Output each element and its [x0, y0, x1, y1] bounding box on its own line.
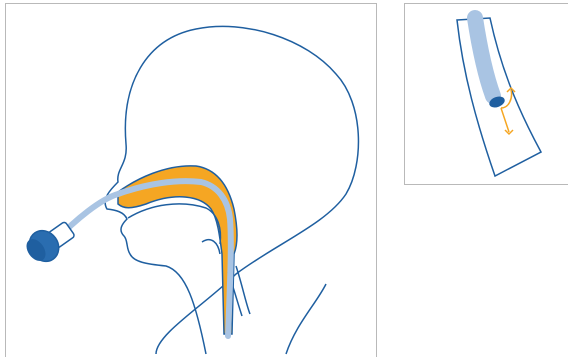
tube-tip-detail-panel	[404, 3, 568, 185]
head-illustration	[6, 4, 377, 357]
tube-connector-icon	[23, 221, 76, 267]
head-illustration-panel	[5, 3, 377, 357]
tube-tip-detail	[405, 4, 568, 185]
